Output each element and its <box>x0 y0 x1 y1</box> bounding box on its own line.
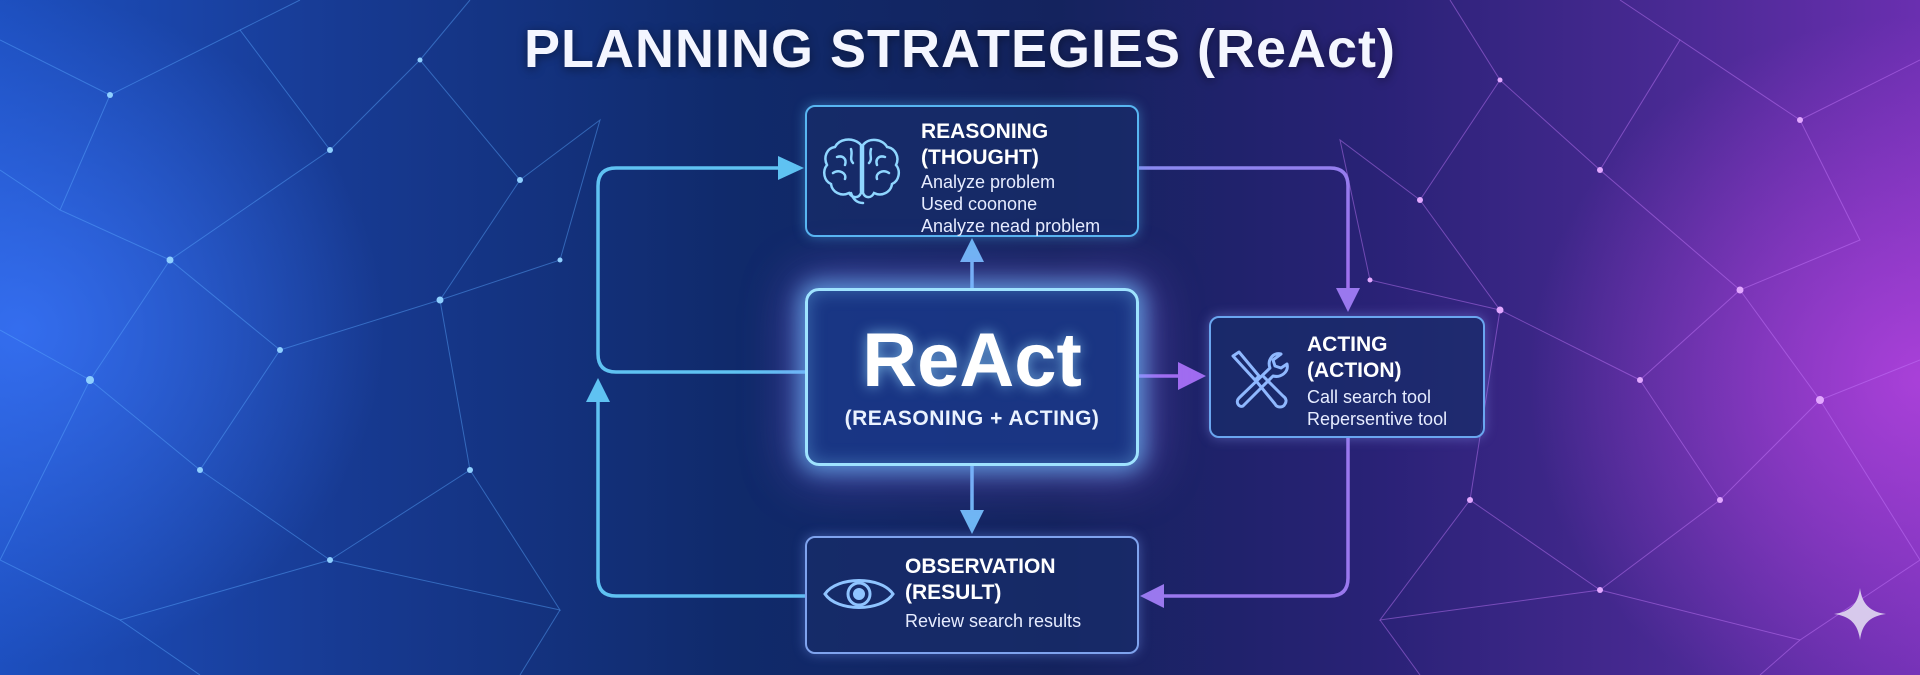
reasoning-line: Analyze problem <box>921 172 1056 192</box>
reasoning-line: Used coonone <box>921 194 1038 214</box>
reasoning-title: REASONING (THOUGHT) <box>921 120 1049 169</box>
reasoning-box: REASONING (THOUGHT) Analyze problem Used… <box>805 105 1139 237</box>
reasoning-line: Analyze nead problem <box>921 216 1101 236</box>
loop-observation-to-core <box>596 394 807 598</box>
reasoning-details: Analyze problem Used coonone Analyze nea… <box>921 171 1100 237</box>
sparkle-icon <box>1832 586 1888 647</box>
acting-line: Repersentive tool <box>1307 409 1448 429</box>
react-core-box: ReAct (REASONING + ACTING) <box>805 288 1139 466</box>
acting-title: ACTING (ACTION) <box>1307 333 1402 382</box>
loop-core-to-reasoning <box>596 166 807 374</box>
brain-icon <box>821 135 903 210</box>
loop-acting-to-observation <box>1160 436 1350 598</box>
arrowheads <box>586 156 1360 608</box>
acting-details: Call search tool Repersentive tool <box>1307 386 1447 430</box>
eye-icon <box>821 568 897 625</box>
observation-details: Review search results <box>905 610 1081 632</box>
observation-box: OBSERVATION (RESULT) Review search resul… <box>805 536 1139 654</box>
react-core-subtitle: (REASONING + ACTING) <box>844 407 1100 430</box>
loop-reasoning-to-acting <box>1137 166 1350 292</box>
observation-line: Review search results <box>905 611 1082 631</box>
acting-line: Call search tool <box>1307 387 1432 407</box>
page-title: PLANNING STRATEGIES (ReAct) <box>523 19 1397 79</box>
wrench-screwdriver-icon <box>1225 346 1295 421</box>
react-core-title: ReAct <box>862 318 1082 403</box>
observation-title: OBSERVATION (RESULT) <box>905 555 1056 604</box>
acting-box: ACTING (ACTION) Call search tool Reperse… <box>1209 316 1485 438</box>
